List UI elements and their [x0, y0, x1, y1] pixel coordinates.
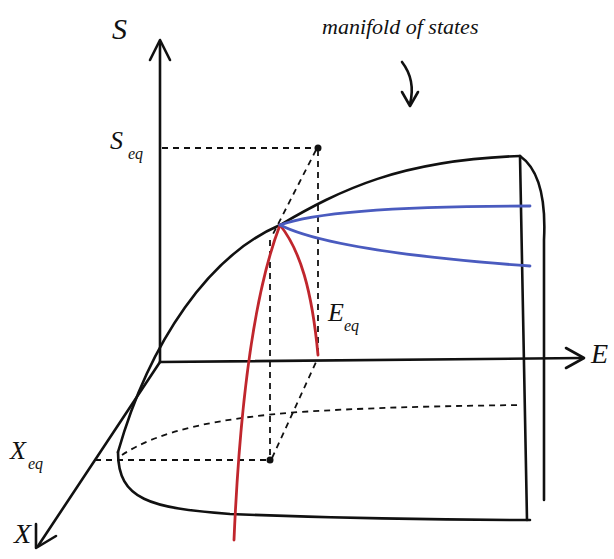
base-diag-guide	[272, 362, 316, 458]
red-curve	[234, 225, 280, 540]
e-axis-arrow	[566, 348, 584, 368]
diag-guide	[272, 150, 316, 236]
blue-curve	[280, 206, 530, 225]
manifold-base-dashed	[122, 405, 520, 455]
seq-guide	[162, 147, 316, 149]
dot	[267, 457, 274, 464]
axis-value-label: X	[10, 438, 26, 464]
eeq-guide	[317, 150, 319, 356]
dot	[315, 145, 322, 152]
manifold-top-edge	[118, 156, 520, 452]
vertical-guide	[269, 240, 271, 458]
axis-label: X	[14, 520, 31, 548]
xeq-guide	[95, 459, 268, 461]
x-axis	[38, 362, 160, 546]
s-axis	[159, 42, 162, 362]
blue-curve	[280, 225, 530, 266]
manifold-bottom-edge	[118, 452, 530, 520]
e-axis	[160, 358, 582, 362]
manifold-right-curve	[520, 156, 544, 500]
callout-text: manifold of states	[322, 16, 478, 38]
axis-label: S	[112, 14, 127, 44]
axis-value-label: E	[328, 300, 344, 326]
leader-arrow	[402, 62, 412, 104]
axis-label: E	[591, 340, 608, 368]
s-axis-arrow	[150, 40, 170, 60]
leader-arrow-head	[402, 92, 418, 106]
subscript: eq	[28, 456, 43, 472]
subscript: eq	[344, 318, 359, 334]
manifold-right-edge	[520, 156, 527, 520]
x-axis-arrow	[36, 524, 56, 548]
subscript: eq	[128, 146, 143, 162]
red-curve	[280, 225, 318, 355]
axis-value-label: S	[110, 128, 123, 154]
